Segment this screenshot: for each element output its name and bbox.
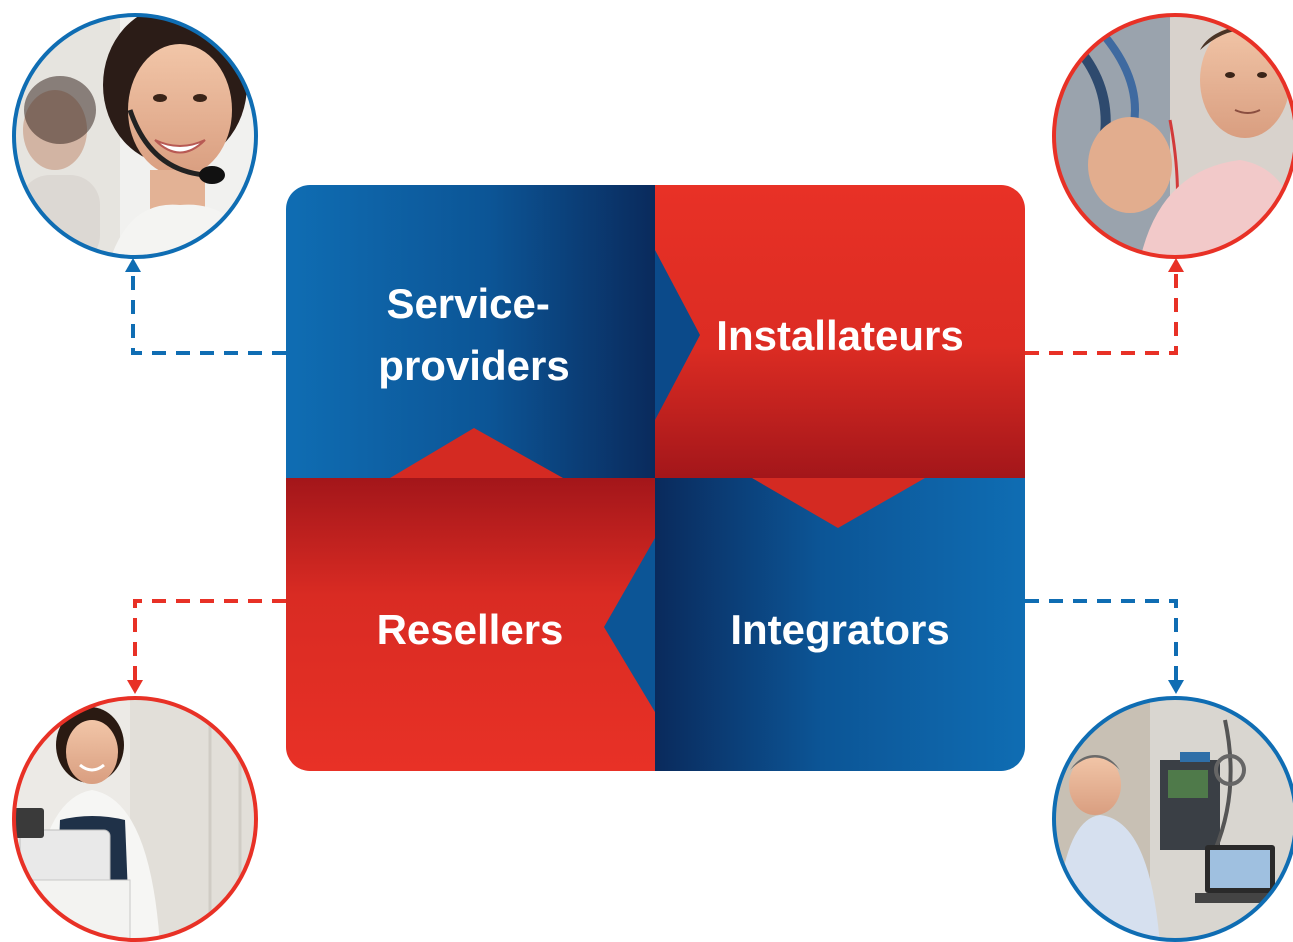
arrow-up-icon xyxy=(1168,258,1184,272)
flow-arrow-left-icon xyxy=(604,538,655,712)
connector-service-providers xyxy=(125,258,286,355)
connector-integrators xyxy=(1025,599,1184,694)
flow-arrow-right-icon xyxy=(655,250,700,420)
photo-technician-with-cables xyxy=(1052,13,1293,259)
quadrant-board xyxy=(286,185,1025,771)
photo-call-center-agent xyxy=(12,13,258,259)
label-integrators: Integrators xyxy=(730,606,949,653)
arrow-up-icon xyxy=(125,258,141,272)
label-resellers: Resellers xyxy=(377,606,564,653)
quadrant-service-providers xyxy=(286,185,655,478)
quadrant-installateurs xyxy=(655,185,1025,478)
connector-installateurs xyxy=(1025,258,1184,355)
flow-arrow-up-icon xyxy=(390,428,563,478)
arrow-down-icon xyxy=(1168,680,1184,694)
quadrant-resellers xyxy=(286,478,655,771)
label-installateurs: Installateurs xyxy=(716,312,963,359)
connector-resellers xyxy=(127,599,286,694)
arrow-down-icon xyxy=(127,680,143,694)
photo-it-engineers xyxy=(1052,696,1293,942)
flow-arrow-down-icon xyxy=(752,478,925,528)
label-service-providers: Service- providers xyxy=(378,280,569,389)
photo-shop-cashier xyxy=(12,696,258,942)
